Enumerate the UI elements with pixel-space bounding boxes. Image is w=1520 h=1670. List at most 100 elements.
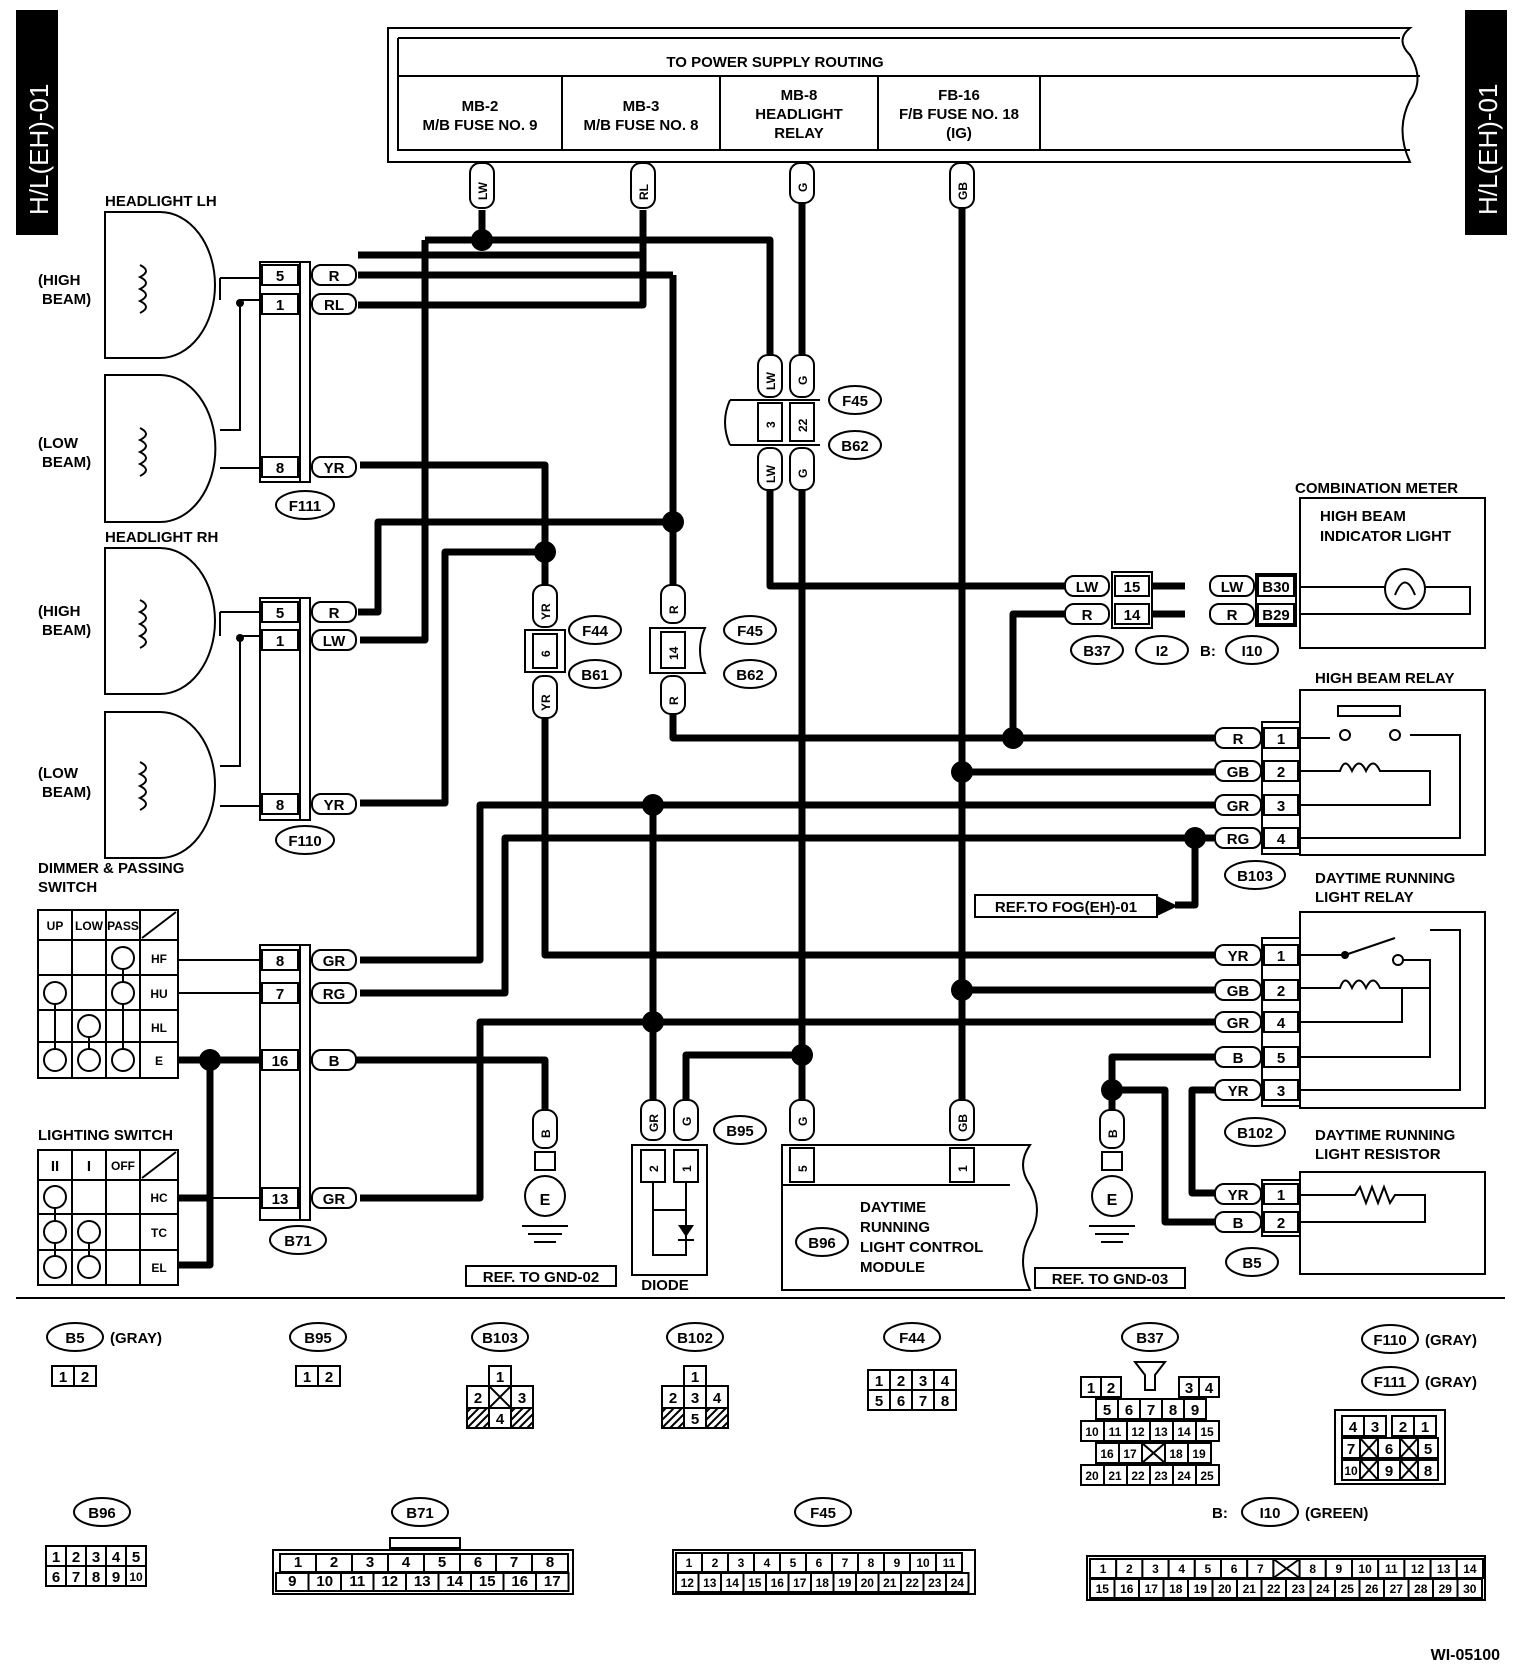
svg-text:RL: RL [324,297,344,314]
svg-text:B: B [1233,1215,1244,1232]
svg-text:DAYTIME RUNNING: DAYTIME RUNNING [1315,1127,1455,1144]
svg-text:LW: LW [764,371,778,390]
svg-text:LW: LW [1076,579,1099,596]
connector-pin-number: 23 [1292,1582,1306,1596]
svg-text:GR: GR [323,1191,346,1208]
svg-text:6: 6 [1125,1402,1133,1419]
svg-text:4: 4 [713,1390,722,1407]
connector-pin-number: 9 [1336,1562,1343,1576]
connector-b71: 8 7 16 13 GR RG B GR B71 [259,944,357,1255]
svg-text:I10: I10 [1260,1505,1281,1522]
svg-text:21: 21 [1108,1469,1122,1483]
svg-text:R: R [329,605,340,622]
svg-text:YR: YR [324,797,345,814]
svg-text:B:: B: [1200,643,1216,660]
connector-pin-number: 8 [868,1556,875,1570]
svg-text:5: 5 [691,1411,699,1428]
svg-text:4: 4 [496,1411,505,1428]
svg-text:9: 9 [1385,1463,1393,1480]
connector-pin-number: 8 [1309,1562,1316,1576]
svg-text:14: 14 [1177,1425,1191,1439]
svg-text:B61: B61 [581,667,609,684]
svg-text:2: 2 [1399,1419,1407,1436]
connector-pin-number: 28 [1414,1582,1428,1596]
page-tag-left: H/L(EH)-01 [16,10,58,235]
svg-text:25: 25 [1200,1469,1214,1483]
connector-pin-number: 15 [748,1576,762,1590]
connector-pin-number: 27 [1390,1582,1404,1596]
svg-text:HEADLIGHT RH: HEADLIGHT RH [105,529,218,546]
svg-text:LOW: LOW [75,919,104,933]
svg-text:OFF: OFF [111,1159,135,1173]
svg-text:1: 1 [956,1165,970,1172]
svg-text:7: 7 [919,1393,927,1410]
svg-text:R: R [329,268,340,285]
svg-text:HIGH BEAM: HIGH BEAM [1320,508,1406,525]
svg-text:4: 4 [1277,1015,1286,1032]
svg-text:LIGHT CONTROL: LIGHT CONTROL [860,1239,983,1256]
svg-text:3: 3 [1371,1419,1379,1436]
connector-pin-number: 12 [381,1573,398,1590]
svg-text:8: 8 [276,953,284,970]
svg-text:RG: RG [323,986,346,1003]
svg-text:3: 3 [691,1390,699,1407]
svg-text:GR: GR [1227,1015,1250,1032]
svg-text:22: 22 [796,418,810,432]
svg-text:5: 5 [796,1165,810,1172]
connector-pin-number: 1 [1100,1562,1107,1576]
svg-text:MB-3: MB-3 [623,98,660,115]
svg-text:1: 1 [1087,1380,1095,1397]
connector-pin-number: 23 [928,1576,942,1590]
connector-b102-diagram: B102 1 2 3 4 5 [661,1322,729,1429]
connector-pin-number: 7 [842,1556,849,1570]
svg-text:BEAM): BEAM) [42,784,91,801]
connector-pin-number: 17 [544,1573,561,1590]
svg-text:REF. TO GND-03: REF. TO GND-03 [1052,1271,1168,1288]
svg-text:B102: B102 [1237,1125,1273,1142]
svg-text:F111: F111 [1374,1374,1407,1391]
svg-text:B:: B: [1212,1505,1228,1522]
svg-text:7: 7 [276,986,284,1003]
svg-text:M/B FUSE NO. 8: M/B FUSE NO. 8 [583,117,698,134]
connector-pin-number: 6 [474,1554,482,1571]
svg-text:8: 8 [92,1569,100,1586]
svg-text:LW: LW [1221,579,1244,596]
connector-f45-b62-lw-g: LW G 3 22 LW G F45 B62 [724,354,882,491]
connector-pin-number: 26 [1365,1582,1379,1596]
svg-text:B5: B5 [65,1330,84,1347]
connector-pin-number: 14 [446,1573,463,1590]
connector-pin-number: 10 [1358,1562,1372,1576]
connector-pin-number: 16 [511,1573,528,1590]
svg-text:I10: I10 [1242,643,1263,660]
diode-b95: GR G 2 1 B95 DIODE [631,1099,767,1294]
connector-pin-number: 14 [1463,1562,1477,1576]
svg-text:1: 1 [1277,948,1285,965]
power-supply-routing-box: TO POWER SUPPLY ROUTING MB-2 M/B FUSE NO… [387,27,1420,163]
svg-text:F111: F111 [289,498,322,515]
svg-text:BEAM): BEAM) [42,291,91,308]
headlight-rh: HEADLIGHT RH (HIGH BEAM) (LOW BEAM) 5 1 … [38,529,357,859]
svg-text:F45: F45 [842,393,868,410]
connector-pin-number: 15 [1096,1582,1110,1596]
svg-text:BEAM): BEAM) [42,454,91,471]
svg-text:G: G [796,376,810,385]
connector-f45-b62-r: R 14 R F45 B62 [649,584,777,715]
svg-text:R: R [1227,607,1238,624]
connector-pin-number: 16 [771,1576,785,1590]
connector-b37-diagram: B37 1 2 3 4 5 6 7 8 9 10 11 12 13 14 15 … [1080,1322,1220,1486]
connector-pin-cell [945,1572,970,1593]
svg-text:H/L(EH)-01: H/L(EH)-01 [24,84,54,215]
connector-pin-number: 4 [402,1554,411,1571]
connector-pin-number: 2 [330,1554,338,1571]
svg-text:DIMMER & PASSING: DIMMER & PASSING [38,860,184,877]
svg-text:13: 13 [272,1191,289,1208]
svg-text:GR: GR [323,953,346,970]
svg-text:3: 3 [1185,1380,1193,1397]
svg-text:2: 2 [1277,983,1285,1000]
svg-text:F110: F110 [288,833,321,850]
svg-text:2: 2 [72,1549,80,1566]
combination-meter: COMBINATION METER HIGH BEAM INDICATOR LI… [1064,480,1486,665]
svg-text:MODULE: MODULE [860,1259,925,1276]
svg-text:15: 15 [1124,579,1141,596]
